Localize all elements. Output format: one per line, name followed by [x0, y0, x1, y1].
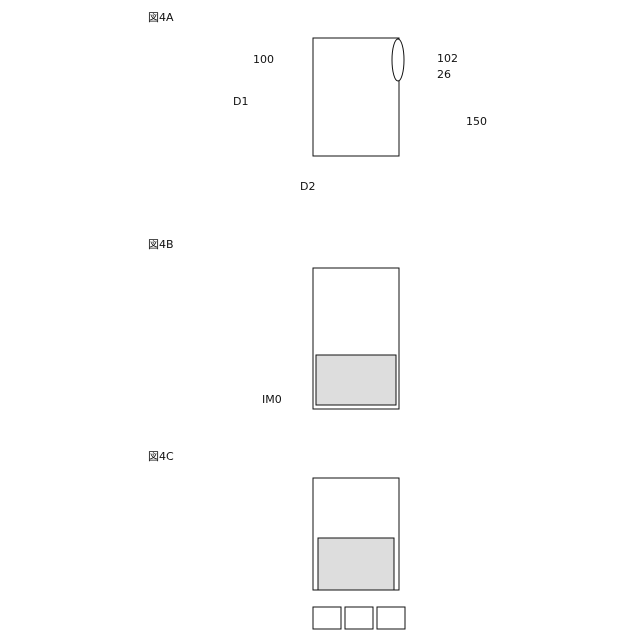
label-im0-b: IM0: [262, 393, 282, 406]
pattern-4b: [316, 355, 396, 405]
label-100-a: 100: [253, 53, 274, 66]
pattern-4c: [318, 538, 394, 590]
label-d1-a: D1: [233, 95, 248, 108]
figure-label-4c: 図4C: [148, 450, 174, 463]
figure-label-4a: 図4A: [148, 11, 174, 24]
label-150-a: 150: [466, 115, 487, 128]
roll-core-4a: [392, 39, 404, 81]
box-170-2: [345, 607, 373, 629]
roll-body-4a: [313, 38, 399, 156]
label-26-a: 26: [437, 68, 451, 81]
box-170-1: [313, 607, 341, 629]
box-170-3: [377, 607, 405, 629]
figure-label-4b: 図4B: [148, 238, 174, 251]
label-102-a: 102: [437, 52, 458, 65]
label-d2-a: D2: [300, 180, 315, 193]
